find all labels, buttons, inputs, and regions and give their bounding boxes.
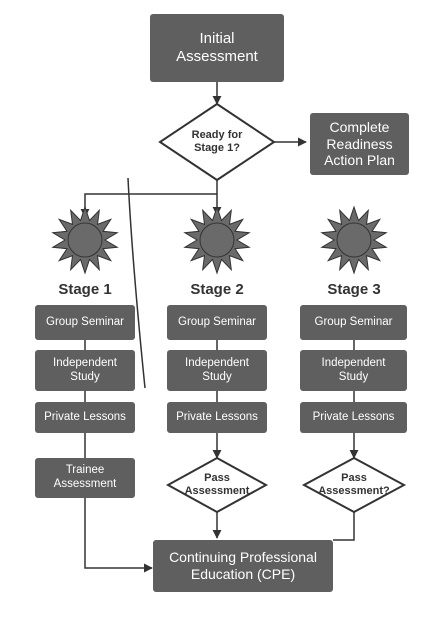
stage1-title: Stage 1 — [58, 281, 112, 298]
stage3-independent-study-box: Independent Study — [300, 350, 407, 391]
stage1-step-label: Independent Study — [53, 356, 117, 383]
stage1-trainee-assessment-box: Trainee Assessment — [35, 458, 135, 498]
stage1-group-seminar-box: Group Seminar — [35, 305, 135, 340]
action-plan-label: Complete Readiness Action Plan — [324, 118, 395, 169]
connector-s1-to-end — [84, 498, 153, 573]
stage1-independent-study-box: Independent Study — [35, 350, 135, 391]
cpe-label: Continuing Professional Education (CPE) — [169, 549, 317, 582]
sun-icon — [320, 205, 388, 275]
initial-assessment-label: Initial Assessment — [176, 30, 258, 65]
stage1-final-label: Trainee Assessment — [53, 464, 117, 490]
stage2-step-label: Independent Study — [185, 356, 249, 383]
stage3-step-label: Group Seminar — [314, 315, 393, 328]
stage1-step-label: Private Lessons — [44, 410, 126, 423]
stage2-step-label: Private Lessons — [176, 410, 258, 423]
decision-label: Ready for Stage 1? — [191, 128, 243, 154]
sun-core — [67, 222, 103, 258]
stage3-step-label: Independent Study — [321, 356, 386, 383]
action-plan-box: Complete Readiness Action Plan — [310, 113, 409, 175]
stage2-title: Stage 2 — [190, 281, 244, 298]
stage2-independent-study-box: Independent Study — [167, 350, 267, 391]
stage2-assessment-label: Pass Assessment — [184, 471, 250, 497]
stage2-group-seminar-box: Group Seminar — [167, 305, 267, 340]
decision-diamond — [158, 102, 276, 182]
stage3-group-seminar-box: Group Seminar — [300, 305, 407, 340]
connector-s3-to-end — [333, 512, 355, 541]
stage3-assessment-label: Pass Assessment? — [318, 471, 390, 497]
stage1-private-lessons-box: Private Lessons — [35, 402, 135, 433]
sun-icon — [51, 205, 119, 275]
stage2-step-label: Group Seminar — [178, 315, 256, 328]
stage2-private-lessons-box: Private Lessons — [167, 402, 267, 433]
stage2-assessment-diamond — [165, 456, 269, 514]
stage3-assessment-diamond — [301, 456, 407, 514]
cpe-box: Continuing Professional Education (CPE) — [153, 540, 333, 592]
sun-core — [336, 222, 372, 258]
connectors — [80, 82, 359, 573]
stage3-step-label: Private Lessons — [312, 410, 395, 423]
connector-curved-line — [127, 177, 146, 389]
stage3-private-lessons-box: Private Lessons — [300, 402, 407, 433]
stage1-step-label: Group Seminar — [46, 315, 124, 328]
stage3-title: Stage 3 — [327, 281, 381, 298]
initial-assessment-box: Initial Assessment — [150, 14, 284, 82]
sun-icon — [183, 205, 251, 275]
connector-branch-stage1 — [80, 193, 217, 218]
sun-core — [199, 222, 235, 258]
